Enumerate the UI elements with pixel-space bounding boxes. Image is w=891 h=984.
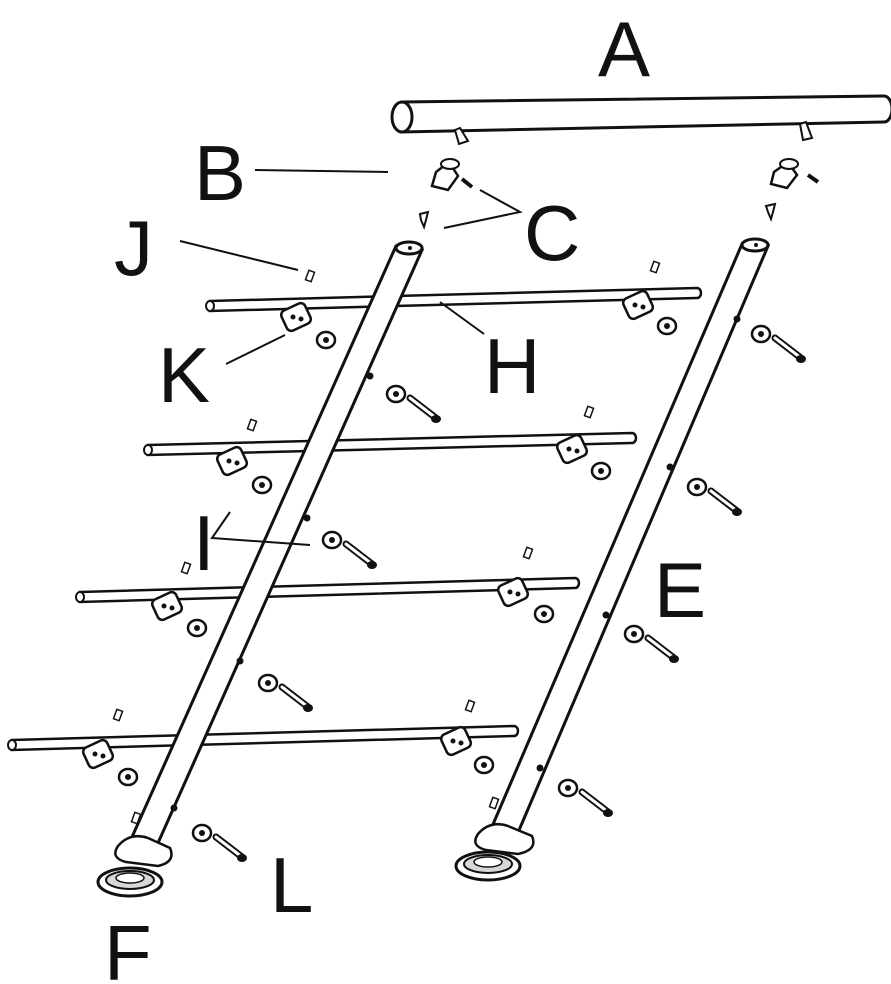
rail-h (205, 286, 703, 313)
flange-f-left (96, 866, 164, 898)
label-f: F (104, 909, 152, 984)
label-j: J (114, 204, 153, 292)
leader-lines (179, 169, 523, 546)
post-e (474, 237, 771, 856)
connector-b-right (769, 158, 799, 190)
label-b: B (194, 129, 246, 217)
post-left (114, 240, 425, 868)
label-k: K (158, 331, 210, 419)
flange-f-right (454, 850, 522, 882)
label-a: A (598, 5, 650, 93)
label-h: H (484, 322, 540, 410)
screws-c (418, 173, 820, 230)
label-i: I (193, 499, 215, 587)
handrail-a (390, 94, 891, 146)
label-c: C (524, 189, 580, 277)
connector-b-left (430, 158, 460, 192)
labels: A B C J K H I E L F (104, 5, 706, 984)
rail-2 (143, 431, 638, 457)
rail-3 (75, 576, 581, 604)
label-e: E (654, 546, 706, 634)
label-l: L (270, 841, 313, 929)
rail-4 (7, 724, 520, 752)
